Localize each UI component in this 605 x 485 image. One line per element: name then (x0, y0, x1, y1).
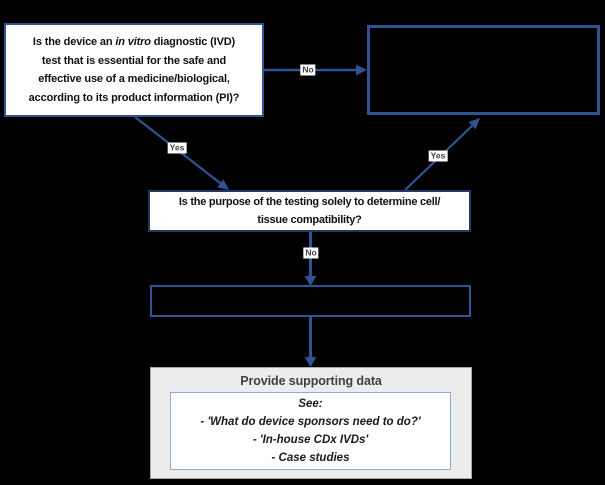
question2-line-2: tissue compatibility? (257, 214, 362, 226)
edge-label-no-to-bar: No (303, 247, 319, 259)
support-data-reference-list: See: - 'What do device sponsors need to … (170, 392, 451, 470)
support-item: - Case studies (271, 452, 350, 464)
support-data-box: Provide supporting data See: - 'What do … (150, 367, 472, 479)
support-data-title: Provide supporting data (240, 374, 382, 388)
question-line-1-suffix: diagnostic (IVD) (150, 36, 236, 48)
edge-label-yes-to-outcome: Yes (428, 150, 448, 162)
arrowhead-no-horizontal (356, 64, 367, 76)
question-line-1-prefix: Is the device an (32, 36, 116, 48)
question-line-3: effective use of a medicine/biological, (38, 73, 230, 85)
question2-line-1: Is the purpose of the testing solely to … (178, 195, 441, 208)
arrowhead-yes-left (217, 179, 229, 190)
arrowhead-bar-to-support (304, 357, 317, 367)
question-line-1-italic: in vitro (115, 36, 151, 48)
question-box-tissue-compatibility: Is the purpose of the testing solely to … (148, 190, 471, 232)
question-line-1: Is the device an in vitro diagnostic (IV… (33, 33, 235, 52)
edge-label-no-to-outcome: No (300, 64, 316, 76)
question-line-4: according to its product information (PI… (28, 91, 240, 104)
support-item: - 'What do device sponsors need to do?' (200, 416, 421, 428)
question-box-ivd-essential: Is the device an in vitro diagnostic (IV… (4, 23, 264, 117)
support-item: - 'In-house CDx IVDs' (252, 434, 369, 446)
arrowhead-yes-right (468, 118, 480, 130)
question-line-2: test that is essential for the safe and (41, 54, 227, 67)
support-see-label: See: (298, 398, 323, 410)
edge-label-yes-to-q2: Yes (167, 142, 187, 154)
outcome-box-empty-top-right (367, 25, 600, 115)
outcome-box-empty-bar (150, 285, 471, 317)
